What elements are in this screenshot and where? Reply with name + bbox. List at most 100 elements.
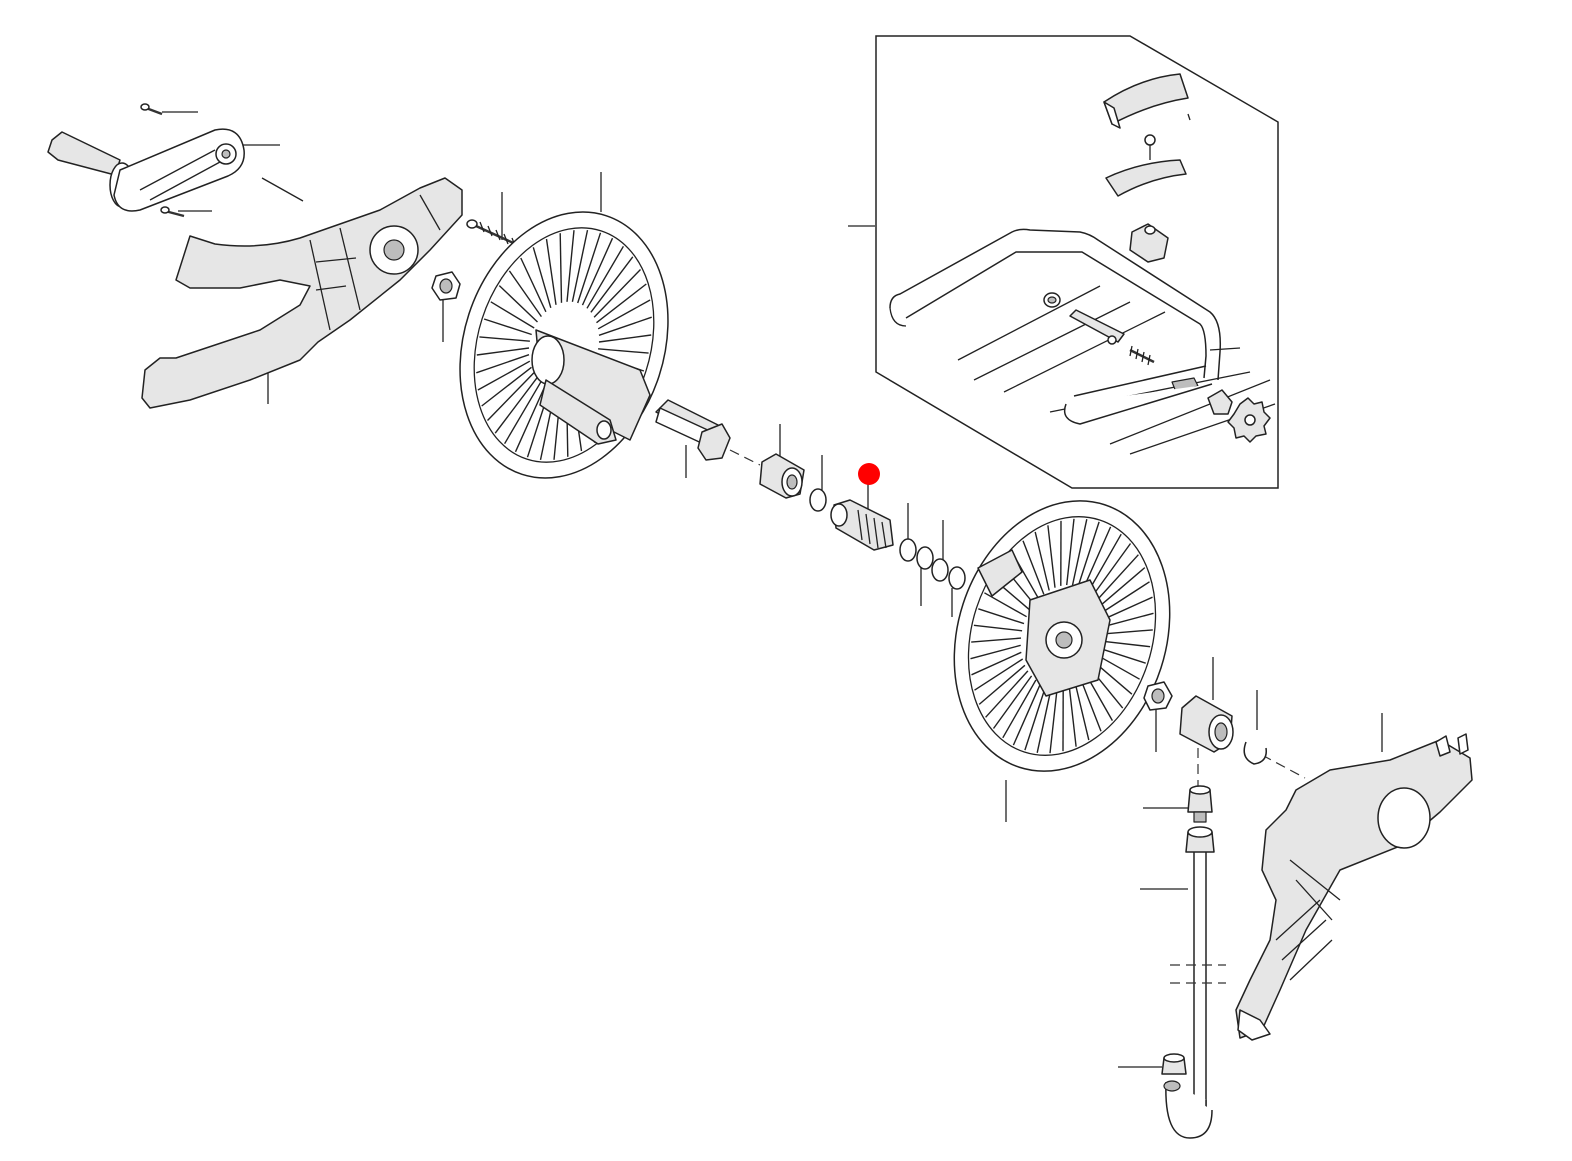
highlight-marker (858, 463, 880, 485)
right-disc-rib (970, 644, 1021, 660)
bearing-bushing (1179, 695, 1234, 753)
o-ring-4 (931, 558, 949, 582)
right-disc-rib (1103, 612, 1154, 628)
right-disc-rib (1036, 686, 1053, 753)
right-disc-rib (1022, 540, 1045, 595)
left-disc-rib (476, 354, 530, 374)
right-disc-rib (973, 624, 1023, 632)
right-disc-rib (971, 637, 1022, 643)
right-frame (1235, 733, 1473, 1041)
left-disc-rib (559, 233, 563, 303)
right-disc-rib (1074, 681, 1090, 741)
right-disc-rib (1097, 654, 1140, 680)
right-disc-rib (1068, 684, 1077, 747)
right-disc-rib (1082, 526, 1112, 590)
right-disc-rib (1101, 640, 1151, 648)
right-disc-rib (974, 658, 1024, 691)
inset-bracket (1105, 134, 1187, 197)
retaining-clip (1243, 741, 1267, 765)
left-disc-rib (586, 245, 625, 309)
inset-hose-handle (1063, 365, 1213, 425)
right-disc-rib (1071, 519, 1088, 586)
left-disc-rib (477, 360, 531, 391)
connection-hose (1165, 852, 1226, 1139)
left-nut (431, 271, 461, 301)
left-disc-rib (597, 299, 651, 330)
left-disc-rib (503, 381, 542, 445)
frame-screw (466, 219, 521, 249)
screw-bottom (160, 206, 185, 218)
left-disc-rib (577, 232, 602, 304)
left-disc-rib (566, 230, 575, 302)
accessory-inset-frame (875, 35, 1279, 489)
right-disc-rib (1049, 686, 1058, 754)
screw-top (140, 103, 163, 116)
left-disc-rib (571, 229, 589, 302)
right-reel-disc (953, 500, 1171, 772)
left-disc-rib (476, 347, 530, 356)
o-ring-1 (809, 488, 827, 512)
left-frame (141, 177, 463, 409)
right-disc-rib (1012, 682, 1042, 746)
right-nut (1143, 681, 1173, 711)
crank-handle (47, 128, 245, 212)
left-disc-rib (498, 285, 538, 323)
inset-cover-cap (1103, 73, 1191, 129)
left-disc-rib (590, 256, 634, 313)
inset-locking-pin (1069, 309, 1125, 345)
inset-pin-knob (1043, 292, 1061, 308)
hose-union-nut (1185, 826, 1215, 853)
left-disc-rib (483, 318, 532, 336)
left-disc-rib (532, 247, 552, 308)
right-disc-rib (1002, 679, 1037, 739)
right-disc-rib (1077, 521, 1100, 587)
right-disc-rib (1095, 554, 1139, 602)
right-disc-rib (1087, 533, 1122, 593)
left-disc-rib (545, 238, 557, 305)
hose-end-nut (1161, 1053, 1187, 1092)
o-ring-3 (916, 546, 934, 570)
right-disc-rib (1066, 518, 1075, 586)
left-disc-rib (514, 384, 547, 453)
right-disc-rib (992, 675, 1033, 729)
right-disc-rib (984, 592, 1027, 618)
left-disc-rib (479, 336, 530, 342)
swivel-fitting (830, 499, 894, 551)
left-disc-rib (494, 377, 538, 434)
left-disc-rib (598, 316, 652, 336)
right-disc-rib (1102, 629, 1153, 635)
right-disc-rib (985, 670, 1029, 718)
left-disc-rib (598, 348, 649, 354)
left-disc-rib (520, 257, 547, 313)
left-disc-rib (486, 372, 535, 421)
right-disc-rib (1024, 685, 1047, 751)
right-disc-rib (978, 608, 1025, 625)
right-disc-rib (1034, 531, 1050, 591)
axle-shaft (655, 399, 731, 461)
right-disc-rib (1102, 596, 1153, 621)
right-disc-rib (1099, 647, 1146, 664)
left-disc-rib (593, 269, 642, 318)
left-disc-rib (596, 283, 647, 324)
inset-t-fitting (1129, 223, 1169, 263)
left-disc-rib (598, 334, 652, 343)
o-ring-2 (899, 538, 917, 562)
right-disc-rib (1098, 567, 1146, 608)
right-disc-rib (1100, 581, 1150, 614)
right-disc-rib (978, 664, 1026, 705)
inset-star-knob (1227, 397, 1271, 443)
right-disc-rib (971, 651, 1022, 676)
inset-spring (1129, 345, 1155, 366)
left-reel-disc (459, 211, 669, 479)
inset-cap (1207, 389, 1233, 415)
right-disc-rib (1091, 543, 1132, 597)
coupling-sleeve (759, 453, 805, 499)
hose-nipple (1187, 785, 1213, 823)
o-ring-5 (948, 566, 966, 590)
right-disc-rib (1047, 525, 1056, 588)
left-disc-rib (481, 366, 532, 407)
right-disc-rib (1079, 677, 1102, 732)
left-disc-rib (508, 270, 542, 318)
